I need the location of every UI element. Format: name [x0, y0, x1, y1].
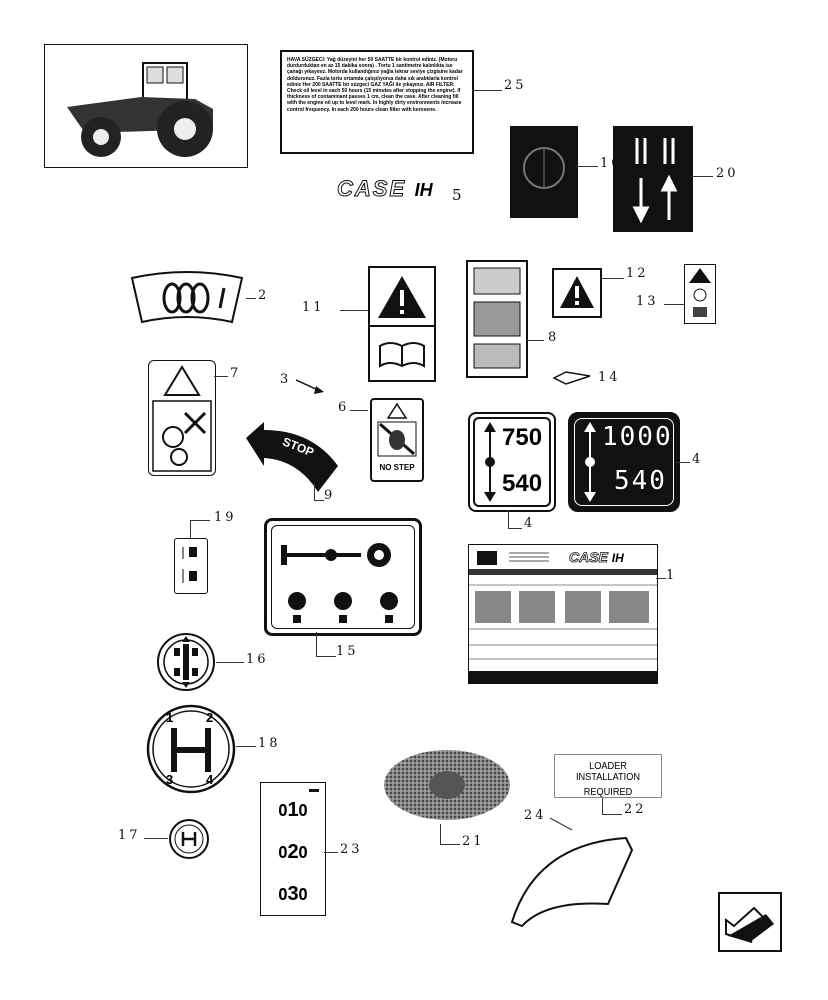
- callout-3: 3: [280, 372, 292, 387]
- decal-25-air-filter-text: HAVA SÜZGECI: Yağ düzeyini her 50 SAATTE…: [280, 50, 474, 154]
- callout-25: 25: [504, 78, 527, 93]
- case-logo-text: CASE: [336, 176, 407, 202]
- decal-9-stop-arrow: STOP: [242, 420, 342, 496]
- pictogram-icon: [473, 267, 521, 369]
- callout-7: 7: [230, 366, 242, 381]
- coil-icon: [130, 271, 244, 324]
- callout-5: 5: [452, 186, 462, 204]
- decal-4-pto-1000-540: 1000 540: [568, 412, 680, 512]
- callout-18: 18: [258, 736, 281, 751]
- decal-16-4wd: [156, 632, 216, 692]
- direction-arrows-icon: [632, 138, 678, 224]
- callout-6: 6: [338, 400, 350, 415]
- gear-1: 1: [166, 710, 174, 725]
- decal-23-range: 𝟎1𝟎 𝟎2𝟎 𝟎3𝟎: [260, 782, 326, 916]
- pto-750-label: 750: [502, 424, 543, 451]
- drive-controls-icon: [281, 543, 398, 623]
- tractor-icon: [67, 62, 213, 157]
- decal-13: [684, 264, 716, 324]
- decal-18-gear-pattern: 1 2 3 4: [146, 704, 236, 794]
- range-1-label: 1: [287, 799, 299, 821]
- no-step-icon: [377, 402, 417, 457]
- callout-16: 16: [246, 652, 269, 667]
- callout-24-leader: [549, 817, 573, 831]
- callout-1: 1: [666, 568, 678, 583]
- decal-11-warning-manual: [368, 266, 436, 382]
- decal-21-oval: [382, 748, 512, 822]
- decal-8-pictograms: [466, 260, 528, 378]
- stop-arrow-icon: [246, 422, 338, 492]
- decal-13-icon: [689, 268, 711, 317]
- callout-11: 11: [302, 300, 325, 315]
- four-wheel-drive-icon: [157, 633, 215, 691]
- pto-540-label: 540: [502, 470, 543, 497]
- next-page-arrow-button[interactable]: [718, 892, 782, 952]
- range-2-label: 2: [287, 841, 299, 863]
- decal-5-case-logo: CASE IH: [336, 176, 447, 202]
- warning-manual-icon: [370, 276, 434, 368]
- pto-540-label-dark: 540: [614, 466, 667, 496]
- fan-warning-icon: [152, 365, 212, 472]
- gear-3: 3: [166, 772, 174, 787]
- decal-25-text: HAVA SÜZGECI: Yağ düzeyini her 50 SAATTE…: [287, 57, 463, 113]
- callout-15: 15: [336, 644, 359, 659]
- callout-12: 12: [626, 266, 649, 281]
- callout-4b: 4: [692, 452, 704, 467]
- callout-22: 22: [624, 802, 647, 817]
- decal-10: [510, 126, 578, 218]
- spec-plate-icon: [469, 551, 657, 683]
- callout-2: 2: [258, 288, 270, 303]
- decal-1-spec-plate: CASE IH: [468, 544, 658, 684]
- decal-22-loader-notice: LOADER INSTALLATION REQUIRED: [554, 754, 662, 798]
- decal-7-fan-warning: [148, 360, 216, 476]
- callout-14: 14: [598, 370, 621, 385]
- arrow-icon: [725, 906, 774, 943]
- decal-17-icon: [169, 819, 209, 859]
- no-step-label: NO STEP: [379, 463, 415, 472]
- part-3-icon: [296, 379, 324, 394]
- loader-line-2: REQUIRED: [583, 787, 633, 798]
- callout-8: 8: [548, 330, 560, 345]
- range-3-label: 3: [287, 883, 299, 905]
- decal-4-pto-750-540: 750 540: [468, 412, 556, 512]
- spec-plate-case-logo: CASE: [569, 549, 609, 566]
- callout-9: 9: [324, 488, 336, 503]
- loader-line-1: LOADER INSTALLATION: [575, 761, 641, 783]
- curved-decal-outline: [510, 836, 634, 928]
- range-row-3: 𝟎3𝟎: [278, 883, 308, 905]
- decal-19: [174, 538, 208, 594]
- decal-12-warning: [552, 268, 602, 318]
- callout-17: 17: [118, 828, 141, 843]
- callout-13: 13: [636, 294, 659, 309]
- pto-arrow-icon: [484, 422, 496, 502]
- spec-plate-ih-logo: IH: [611, 551, 624, 565]
- callout-20: 20: [716, 166, 739, 181]
- callout-23: 23: [340, 842, 363, 857]
- gear-2: 2: [206, 710, 214, 725]
- pto-arrow-icon-dark: [584, 422, 596, 502]
- pto-1000-label: 1000: [602, 422, 673, 452]
- decal-19-icon: [182, 547, 197, 583]
- callout-24: 24: [524, 808, 547, 823]
- decal-10-icon: [523, 147, 565, 189]
- ih-logo-text: IH: [414, 180, 433, 200]
- callout-4a: 4: [524, 516, 536, 531]
- range-row-1: 𝟎1𝟎: [278, 799, 308, 821]
- decal-20-arrows: [613, 126, 693, 232]
- decal-15-controls: [264, 518, 422, 636]
- decal-6-no-step: NO STEP: [370, 398, 424, 482]
- decal-2-glow-plug: [128, 270, 246, 326]
- tractor-thumbnail: [44, 44, 248, 168]
- oval-emblem-icon: [384, 750, 510, 820]
- decal-17: [168, 818, 210, 860]
- gear-shift-pattern-icon: [146, 704, 236, 794]
- part-14-icon: [552, 371, 591, 385]
- callout-19: 19: [214, 510, 237, 525]
- decal-24-curved: [506, 830, 636, 930]
- callout-21: 21: [462, 834, 485, 849]
- range-row-2: 𝟎2𝟎: [278, 841, 308, 863]
- warning-triangle-icon: [560, 276, 594, 308]
- gear-4: 4: [206, 772, 214, 787]
